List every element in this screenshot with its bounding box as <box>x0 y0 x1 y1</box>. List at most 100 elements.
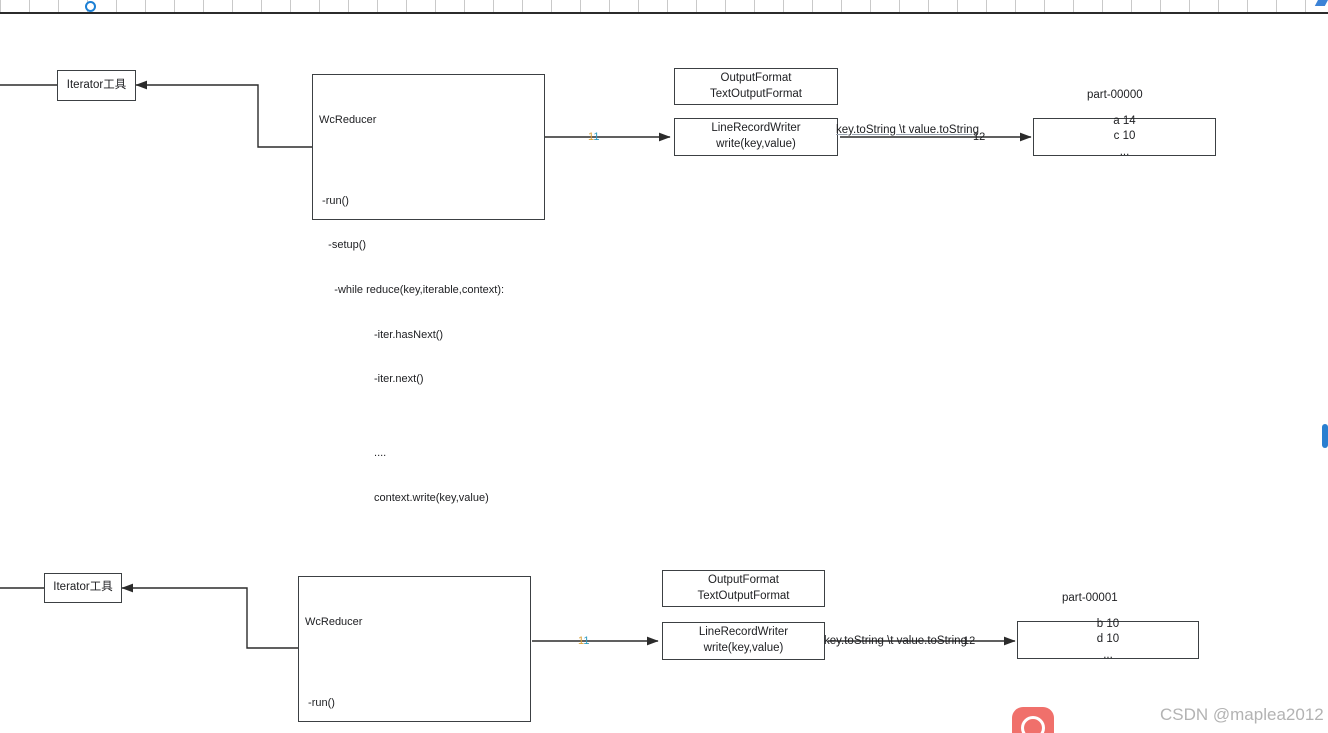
part-output-top-line-1: c 10 <box>1113 130 1136 143</box>
outputformat-box-bottom-line2: TextOutputFormat <box>697 589 790 602</box>
ruler-tick <box>261 0 262 12</box>
outputformat-box-top-line2: TextOutputFormat <box>709 87 803 100</box>
wcreducer-top-line-4: -iter.next() <box>319 373 424 386</box>
ruler-tick <box>841 0 842 12</box>
ruler-tick <box>1305 0 1306 12</box>
linerecordwriter-box-top-line1: LineRecordWriter <box>711 122 801 135</box>
part-output-bottom-line-2: ... <box>1103 648 1113 661</box>
ruler-tick <box>957 0 958 12</box>
ruler-tick <box>116 0 117 12</box>
edge-label-11-bottom-digit1: 1 <box>578 635 584 647</box>
linerecordwriter-box-bottom-line1: LineRecordWriter <box>698 626 789 639</box>
ruler-tick <box>435 0 436 12</box>
ruler-tick <box>899 0 900 12</box>
iterator-box-top[interactable]: Iterator工具 <box>57 70 136 101</box>
serialize-label-top: key.toString \t value.toString <box>836 124 979 136</box>
ruler-tick <box>754 0 755 12</box>
ruler-position-marker[interactable] <box>85 1 96 12</box>
serialize-label-bottom: key.toString \t value.toString <box>824 635 967 647</box>
iterator-box-top-label: Iterator工具 <box>66 78 127 91</box>
ruler-tick <box>1015 0 1016 12</box>
wcreducer-top-line-7: context.write(key,value) <box>319 491 489 504</box>
linerecordwriter-box-top-line2: write(key,value) <box>716 138 796 150</box>
ruler-tick <box>348 0 349 12</box>
ruler-tick <box>725 0 726 12</box>
linerecordwriter-box-top[interactable]: LineRecordWriter write(key,value) <box>674 118 838 156</box>
part-title-bottom: part-00001 <box>1062 592 1118 604</box>
ruler-tick <box>145 0 146 12</box>
ruler-tick <box>406 0 407 12</box>
ruler-tick <box>1218 0 1219 12</box>
edge-label-11-bottom: 11 <box>578 635 589 647</box>
ruler-tick <box>551 0 552 12</box>
wcreducer-box-bottom-title: WcReducer <box>305 615 363 628</box>
part-output-box-top[interactable]: a 14 c 10 ... <box>1033 115 1216 158</box>
part-output-box-bottom[interactable]: b 10 d 10 ... <box>1017 618 1199 661</box>
ruler-tick <box>58 0 59 12</box>
ruler-tick <box>464 0 465 12</box>
ruler-tick <box>928 0 929 12</box>
wire-reducer-to-iterator-top <box>135 80 312 148</box>
wcreducer-top-line-3: -iter.hasNext() <box>319 328 444 341</box>
wcreducer-box-top[interactable]: WcReducer -run() -setup() -while reduce(… <box>312 74 545 504</box>
wcreducer-top-line-2: -while reduce(key,iterable,context): <box>319 283 505 296</box>
ruler-tick <box>319 0 320 12</box>
ruler-tick <box>1102 0 1103 12</box>
wcreducer-top-line-1: -setup() <box>319 239 367 252</box>
edge-label-12-top: 12 <box>973 131 986 143</box>
outputformat-box-top[interactable]: OutputFormat TextOutputFormat <box>674 68 838 105</box>
part-title-top: part-00000 <box>1087 89 1143 101</box>
wcreducer-bottom-line-0: -run() <box>305 696 335 709</box>
ruler-tick <box>1073 0 1074 12</box>
wcreducer-top-line-0: -run() <box>319 194 349 207</box>
wcreducer-box-bottom[interactable]: WcReducer -run() -setup() -while reduce(… <box>298 576 531 722</box>
linerecordwriter-box-bottom[interactable]: LineRecordWriter write(key,value) <box>662 622 825 660</box>
wcreducer-box-top-title: WcReducer <box>319 113 377 126</box>
ruler-tick <box>493 0 494 12</box>
serialize-label-bottom-text: key.toString \t value.toString <box>824 635 967 647</box>
edge-label-11-bottom-digit2: 1 <box>583 635 590 647</box>
ruler-tick <box>580 0 581 12</box>
ruler-tick <box>29 0 30 12</box>
ruler-tick <box>290 0 291 12</box>
part-output-top-line-2: ... <box>1119 145 1130 158</box>
horizontal-ruler[interactable] <box>0 0 1328 14</box>
ruler-tick <box>0 0 1 12</box>
ruler-tick <box>1160 0 1161 12</box>
ruler-tick <box>609 0 610 12</box>
ruler-tick <box>986 0 987 12</box>
edge-label-12-bottom: 12 <box>963 635 976 647</box>
ruler-tick <box>1044 0 1045 12</box>
edge-label-11-top-digit2: 1 <box>593 131 600 143</box>
iterator-box-bottom[interactable]: Iterator工具 <box>44 573 122 603</box>
ruler-tick <box>870 0 871 12</box>
iterator-box-bottom-label: Iterator工具 <box>53 581 113 594</box>
part-output-top-line-0: a 14 <box>1113 114 1136 127</box>
wcreducer-top-line-6: .... <box>319 447 387 460</box>
linerecordwriter-box-bottom-line2: write(key,value) <box>703 642 784 654</box>
edge-label-11-top: 11 <box>588 131 599 143</box>
ruler-tick <box>638 0 639 12</box>
ruler-tick <box>667 0 668 12</box>
ruler-tick <box>696 0 697 12</box>
ruler-tick <box>1247 0 1248 12</box>
outputformat-box-bottom[interactable]: OutputFormat TextOutputFormat <box>662 570 825 607</box>
ruler-tick <box>1131 0 1132 12</box>
csdn-logo-ring <box>1021 716 1045 733</box>
vertical-scrollbar-thumb[interactable] <box>1322 424 1328 448</box>
ruler-tick <box>522 0 523 12</box>
watermark-text: CSDN @maplea2012 <box>1160 705 1324 724</box>
edge-label-11-top-digit1: 1 <box>588 131 594 143</box>
ruler-tick <box>174 0 175 12</box>
serialize-label-top-text: key.toString \t value.toString <box>836 124 979 136</box>
ruler-tick <box>1189 0 1190 12</box>
ruler-tick <box>812 0 813 12</box>
outputformat-box-bottom-line1: OutputFormat <box>708 573 779 586</box>
part-output-bottom-line-0: b 10 <box>1096 617 1120 630</box>
ruler-tick <box>203 0 204 12</box>
ruler-tick <box>232 0 233 12</box>
wire-reducer-to-iterator-bottom <box>121 583 298 649</box>
part-output-bottom-line-1: d 10 <box>1096 633 1120 646</box>
ruler-ticks <box>0 0 1328 12</box>
